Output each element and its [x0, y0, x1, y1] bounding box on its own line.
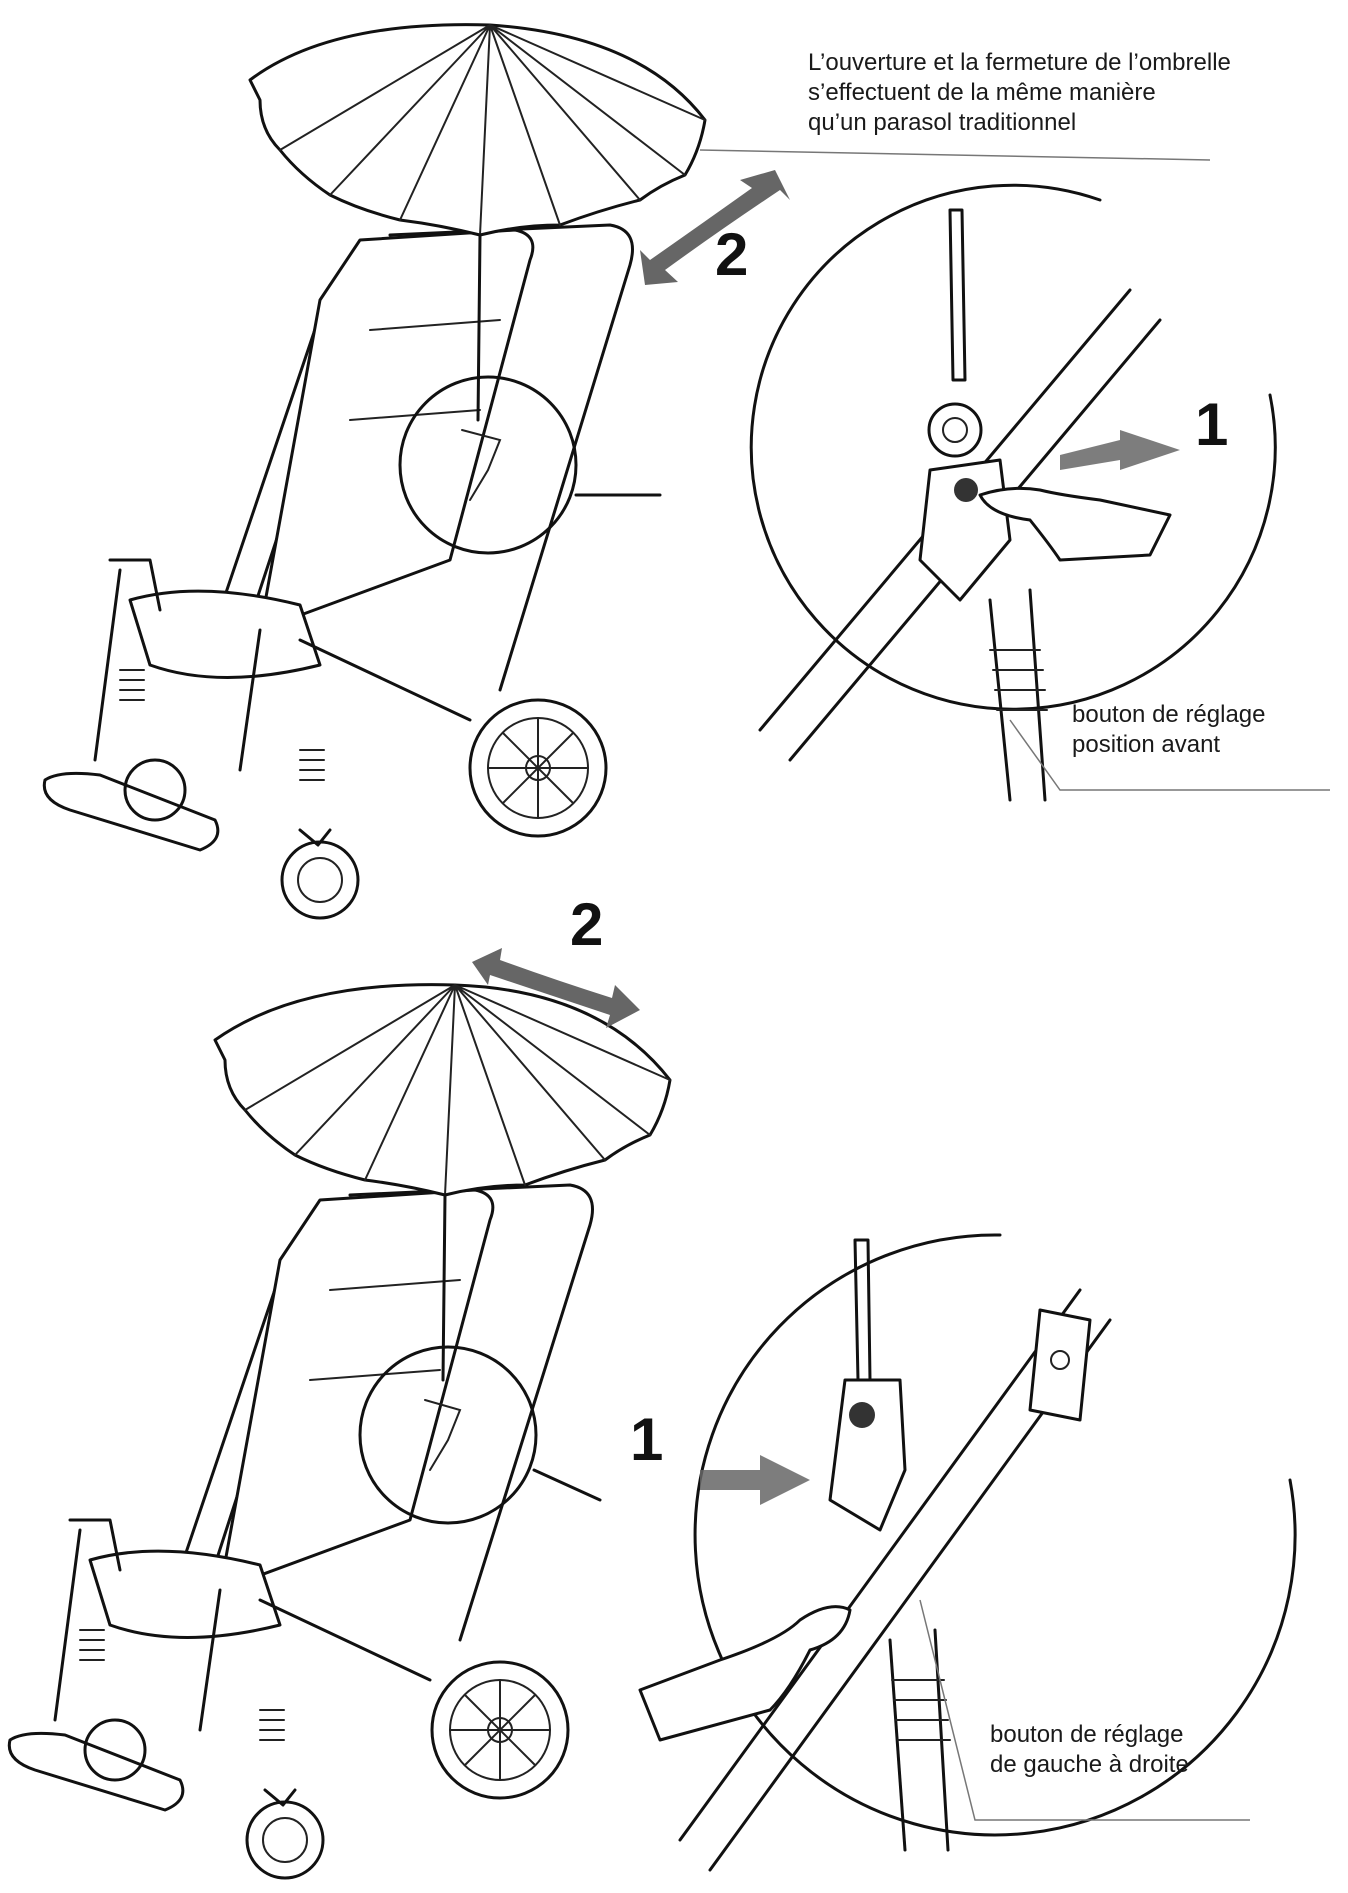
top-umbrella	[248, 23, 707, 422]
top-step-1-label: 1	[1195, 391, 1229, 458]
bottom-rotate-arrow	[472, 948, 640, 1028]
top-button-callout-line-2: position avant	[1072, 731, 1221, 758]
bottom-detail-marker	[358, 1345, 538, 1525]
top-rotate-arrow	[640, 170, 790, 285]
top-umbrella-leader	[699, 149, 1211, 161]
top-zoom-view	[749, 183, 1330, 802]
bottom-step-2-label: 2	[570, 891, 604, 958]
top-detail-marker	[398, 375, 578, 555]
top-umbrella-callout-line-3: qu’un parasol traditionnel	[808, 109, 1077, 136]
top-step-2-label: 2	[715, 221, 749, 288]
bottom-umbrella	[213, 983, 672, 1382]
bottom-button-callout-line-2: de gauche à droite	[990, 1751, 1189, 1778]
top-stroller	[42, 223, 634, 920]
bottom-step-1-label: 1	[630, 1406, 664, 1473]
top-button-callout-line-1: bouton de réglage	[1072, 701, 1266, 728]
bottom-stroller	[7, 1183, 594, 1880]
bottom-button-callout-line-1: bouton de réglage	[990, 1721, 1184, 1748]
top-umbrella-callout-line-2: s’effectuent de la même manière	[808, 79, 1156, 106]
bottom-zoom-view	[638, 1233, 1297, 1872]
top-umbrella-callout-line-1: L’ouverture et la fermeture de l’ombrell…	[808, 49, 1231, 76]
top-umbrella-callout: L’ouverture et la fermeture de l’ombrell…	[808, 48, 1231, 138]
bottom-button-callout: bouton de réglage de gauche à droite	[990, 1720, 1189, 1780]
top-button-callout: bouton de réglage position avant	[1072, 700, 1266, 760]
